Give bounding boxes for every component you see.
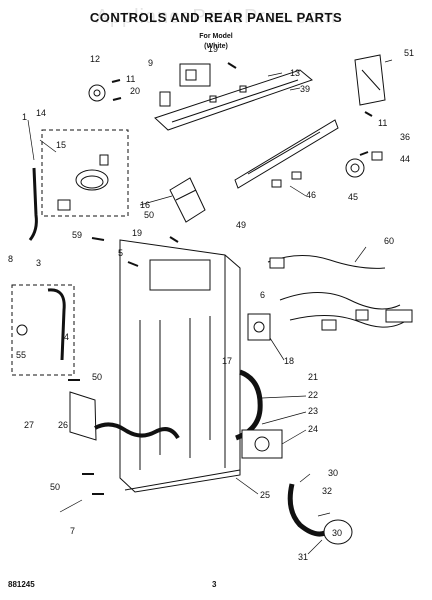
bracket-part (354, 54, 386, 106)
callout-24: 24 (308, 424, 318, 434)
callout-14: 14 (36, 108, 46, 118)
console-strip-part (234, 119, 339, 189)
hose-bracket-part (69, 391, 97, 441)
callout-50: 50 (144, 210, 154, 220)
pump-housing-part (323, 519, 353, 545)
callout-51: 51 (404, 48, 414, 58)
callout-1: 1 (22, 112, 27, 122)
callout-8: 8 (8, 254, 13, 264)
watermark: AppliancePartsPros.com (95, 6, 337, 28)
leader-lines (27, 59, 393, 555)
callout-11: 11 (378, 118, 387, 128)
dashed-hose-box (11, 284, 75, 376)
switch-part (159, 91, 171, 107)
rear-cabinet-panel (119, 239, 241, 493)
power-cord-part (57, 154, 109, 211)
callout-3: 3 (36, 258, 41, 268)
callout-21: 21 (308, 372, 318, 382)
page-number: 3 (212, 580, 217, 589)
water-valve-part (247, 313, 271, 341)
pump-hose-part (287, 483, 332, 537)
callout-12: 12 (90, 54, 100, 64)
callout-36: 36 (400, 132, 410, 142)
callout-19: 19 (208, 44, 218, 54)
clamp-part (16, 324, 28, 336)
screw-set (68, 62, 373, 495)
callout-13: 13 (290, 68, 300, 78)
callout-18: 18 (284, 356, 294, 366)
callout-45: 45 (348, 192, 358, 202)
callout-49: 49 (236, 220, 246, 230)
callout-22: 22 (308, 390, 318, 400)
callout-30: 30 (328, 468, 338, 478)
callout-55: 55 (16, 350, 26, 360)
callout-19: 19 (132, 228, 142, 238)
callout-46: 46 (306, 190, 316, 200)
control-panel-part (154, 69, 313, 131)
callout-20: 20 (130, 86, 140, 96)
callout-7: 7 (70, 526, 75, 536)
callout-25: 25 (260, 490, 270, 500)
knob-part (88, 84, 106, 102)
callout-15: 15 (56, 140, 66, 150)
callout-26: 26 (58, 420, 68, 430)
callout-11: 11 (126, 74, 135, 84)
diagram-title: CONTROLS AND REAR PANEL PARTS (89, 10, 343, 25)
diagram-subtitle-model: For Model (199, 33, 233, 40)
callout-16: 16 (140, 200, 150, 210)
callout-4: 4 (64, 332, 69, 342)
wiring-harness-part (267, 254, 413, 331)
button-set-part (271, 171, 302, 188)
callout-44: 44 (400, 154, 410, 164)
timer-bracket-part (179, 63, 211, 87)
dashed-kit-box (41, 129, 129, 217)
callout-9: 9 (148, 58, 153, 68)
callout-60: 60 (384, 236, 394, 246)
callout-30: 30 (332, 528, 342, 538)
callout-27: 27 (24, 420, 34, 430)
callout-59: 59 (72, 230, 82, 240)
spring-part (94, 422, 180, 440)
document-number: 881245 (8, 580, 35, 589)
pump-part (241, 429, 283, 459)
console-end-cap-part (169, 177, 206, 223)
callout-31: 31 (298, 552, 308, 562)
callout-6: 6 (260, 290, 265, 300)
callout-50: 50 (50, 482, 60, 492)
callout-17: 17 (222, 356, 232, 366)
drain-hose-part (47, 288, 66, 361)
inlet-hose-part (28, 167, 38, 241)
callout-50: 50 (92, 372, 102, 382)
callout-5: 5 (118, 248, 123, 258)
callout-32: 32 (322, 486, 332, 496)
callout-23: 23 (308, 406, 318, 416)
button-part (371, 151, 383, 161)
selector-knob-part (345, 158, 365, 178)
callout-39: 39 (300, 84, 310, 94)
diagram-subtitle-color: (White) (204, 43, 228, 50)
